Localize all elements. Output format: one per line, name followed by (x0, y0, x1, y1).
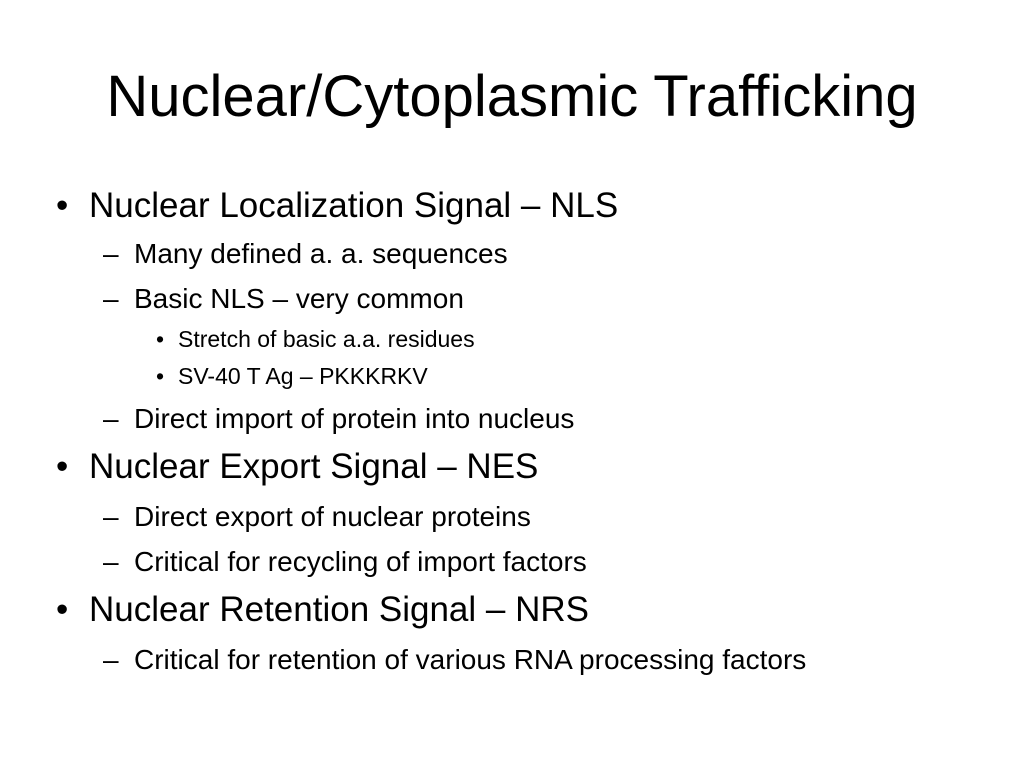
dash-marker: – (103, 546, 119, 577)
list-item-text: Basic NLS – very common (134, 283, 464, 314)
list-item-text: SV-40 T Ag – PKKKRKV (178, 363, 428, 389)
bullet-marker: • (56, 447, 69, 486)
bullet-marker: • (156, 363, 165, 389)
dash-marker: – (103, 403, 119, 434)
dash-marker: – (103, 644, 119, 675)
dash-marker: – (103, 238, 119, 269)
slide-title: Nuclear/Cytoplasmic Trafficking (106, 64, 918, 129)
list-item-text: Nuclear Localization Signal – NLS (89, 186, 619, 225)
dash-marker: – (103, 501, 119, 532)
bullet-marker: • (56, 186, 69, 225)
list-item-text: Nuclear Retention Signal – NRS (89, 590, 589, 629)
list-item-text: Stretch of basic a.a. residues (178, 326, 475, 352)
bullet-marker: • (156, 326, 165, 352)
dash-marker: – (103, 283, 119, 314)
list-item-text: Many defined a. a. sequences (134, 238, 508, 269)
list-item-text: Critical for recycling of import factors (134, 546, 587, 577)
list-item-text: Direct export of nuclear proteins (134, 501, 531, 532)
list-item-text: Critical for retention of various RNA pr… (134, 644, 807, 675)
list-item-text: Nuclear Export Signal – NES (89, 447, 539, 486)
list-item-text: Direct import of protein into nucleus (134, 403, 575, 434)
bullet-marker: • (56, 590, 69, 629)
